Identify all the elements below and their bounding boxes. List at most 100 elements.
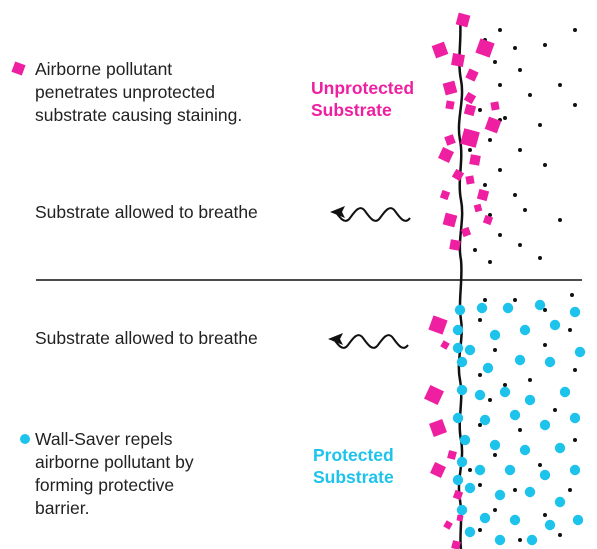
wall-saver-description-line: airborne pollutant by xyxy=(35,452,194,472)
wall-saver-particle xyxy=(452,474,464,486)
pollutant-particle xyxy=(460,226,472,238)
pollutant-particle xyxy=(424,385,444,405)
air-particle xyxy=(513,488,517,492)
wall-saver-particle xyxy=(544,356,556,368)
air-particle xyxy=(473,248,477,252)
pollutant-particle xyxy=(430,462,446,478)
air-particle xyxy=(513,193,517,197)
pollutant-particle xyxy=(475,38,495,58)
air-particle xyxy=(498,28,502,32)
wall-saver-particle xyxy=(489,439,501,451)
wall-saver-particle xyxy=(569,412,581,424)
air-particle xyxy=(543,308,547,312)
pollutant-particle xyxy=(452,489,464,501)
pollutant-particle xyxy=(449,239,461,251)
pollutant-particle xyxy=(451,53,465,67)
air-particle xyxy=(558,218,562,222)
wall-saver-particle xyxy=(464,482,476,494)
air-particle xyxy=(543,513,547,517)
wall-saver-particle xyxy=(544,519,556,531)
wall-saver-particle xyxy=(479,512,491,524)
wall-saver-particle xyxy=(479,414,491,426)
pollutant-particle xyxy=(463,103,477,117)
wall-saver-particle xyxy=(519,444,531,456)
label-line: Substrate xyxy=(313,467,394,487)
air-particle xyxy=(488,398,492,402)
wall-saver-description-line: barrier. xyxy=(35,498,90,518)
wall-saver-particle xyxy=(474,389,486,401)
wall-saver-particle xyxy=(549,319,561,331)
air-particle xyxy=(538,256,542,260)
air-particle xyxy=(498,233,502,237)
air-particle xyxy=(573,438,577,442)
pollutant-particle xyxy=(440,340,450,350)
air-particle xyxy=(468,148,472,152)
air-particle xyxy=(493,453,497,457)
air-particle xyxy=(503,383,507,387)
wall-saver-particle xyxy=(519,324,531,336)
wall-saver-particle xyxy=(524,394,536,406)
wall-saver-particle xyxy=(539,419,551,431)
wall-saver-particle xyxy=(524,486,536,498)
air-particle xyxy=(478,373,482,377)
air-particle xyxy=(528,378,532,382)
air-particle xyxy=(538,463,542,467)
wavy-arrow-icon-bottom xyxy=(328,333,409,349)
wall-saver-particle xyxy=(456,504,468,516)
wall-saver-particle xyxy=(559,386,571,398)
wall-saver-particle xyxy=(502,302,514,314)
air-particle xyxy=(518,428,522,432)
wall-saver-particle xyxy=(489,329,501,341)
wall-saver-description-line: Wall-Saver repels xyxy=(35,429,173,449)
wall-saver-particle xyxy=(452,342,464,354)
air-particle xyxy=(493,60,497,64)
air-particle xyxy=(478,108,482,112)
pollutant-particle xyxy=(442,80,458,96)
air-particle xyxy=(518,148,522,152)
air-particle xyxy=(503,116,507,120)
air-particle xyxy=(558,83,562,87)
pollutant-particle xyxy=(465,68,479,82)
pollutant-description-line: Airborne pollutant xyxy=(35,59,173,79)
pollutant-description: Airborne pollutant penetrates unprotecte… xyxy=(35,58,242,127)
pollutant-particle xyxy=(444,134,456,146)
air-particle xyxy=(488,138,492,142)
air-particle xyxy=(518,68,522,72)
pollutant-description-line: substrate causing staining. xyxy=(35,105,243,125)
breathe-text-top: Substrate allowed to breathe xyxy=(35,202,258,222)
pollutant-particle xyxy=(431,41,449,59)
air-particle xyxy=(573,368,577,372)
pollutant-particle xyxy=(455,12,471,28)
air-particle xyxy=(543,163,547,167)
wall-saver-particle xyxy=(459,434,471,446)
pollutant-particle xyxy=(451,540,461,549)
air-particles xyxy=(468,28,577,542)
air-particle xyxy=(483,298,487,302)
pollutant-particle xyxy=(490,101,500,111)
air-particle xyxy=(523,208,527,212)
label-line: Substrate xyxy=(311,100,392,120)
air-particle xyxy=(488,260,492,264)
wall-saver-description-line: forming protective xyxy=(35,475,175,495)
wall-saver-particle xyxy=(476,302,488,314)
pollutant-particle xyxy=(463,91,477,105)
pollutant-particle xyxy=(469,154,481,166)
pollutant-particle xyxy=(445,100,455,110)
wall-saver-particle xyxy=(569,306,581,318)
pollutant-particle xyxy=(465,175,475,185)
pollutant-particle xyxy=(482,214,494,226)
pollutant-particle xyxy=(438,147,454,163)
pollutant-particle xyxy=(442,212,458,228)
breathe-text-bottom: Substrate allowed to breathe xyxy=(35,328,258,348)
wall-saver-particle xyxy=(574,346,586,358)
wall-saver-particle xyxy=(452,412,464,424)
air-particle xyxy=(488,213,492,217)
pollutant-description-line: penetrates unprotected xyxy=(35,82,215,102)
air-particle xyxy=(478,483,482,487)
wall-saver-particle xyxy=(456,456,468,468)
wall-saver-description: Wall-Saver repels airborne pollutant by … xyxy=(35,428,194,520)
pollutant-particle xyxy=(484,116,502,134)
wall-saver-particle xyxy=(526,534,538,546)
air-particle xyxy=(568,488,572,492)
